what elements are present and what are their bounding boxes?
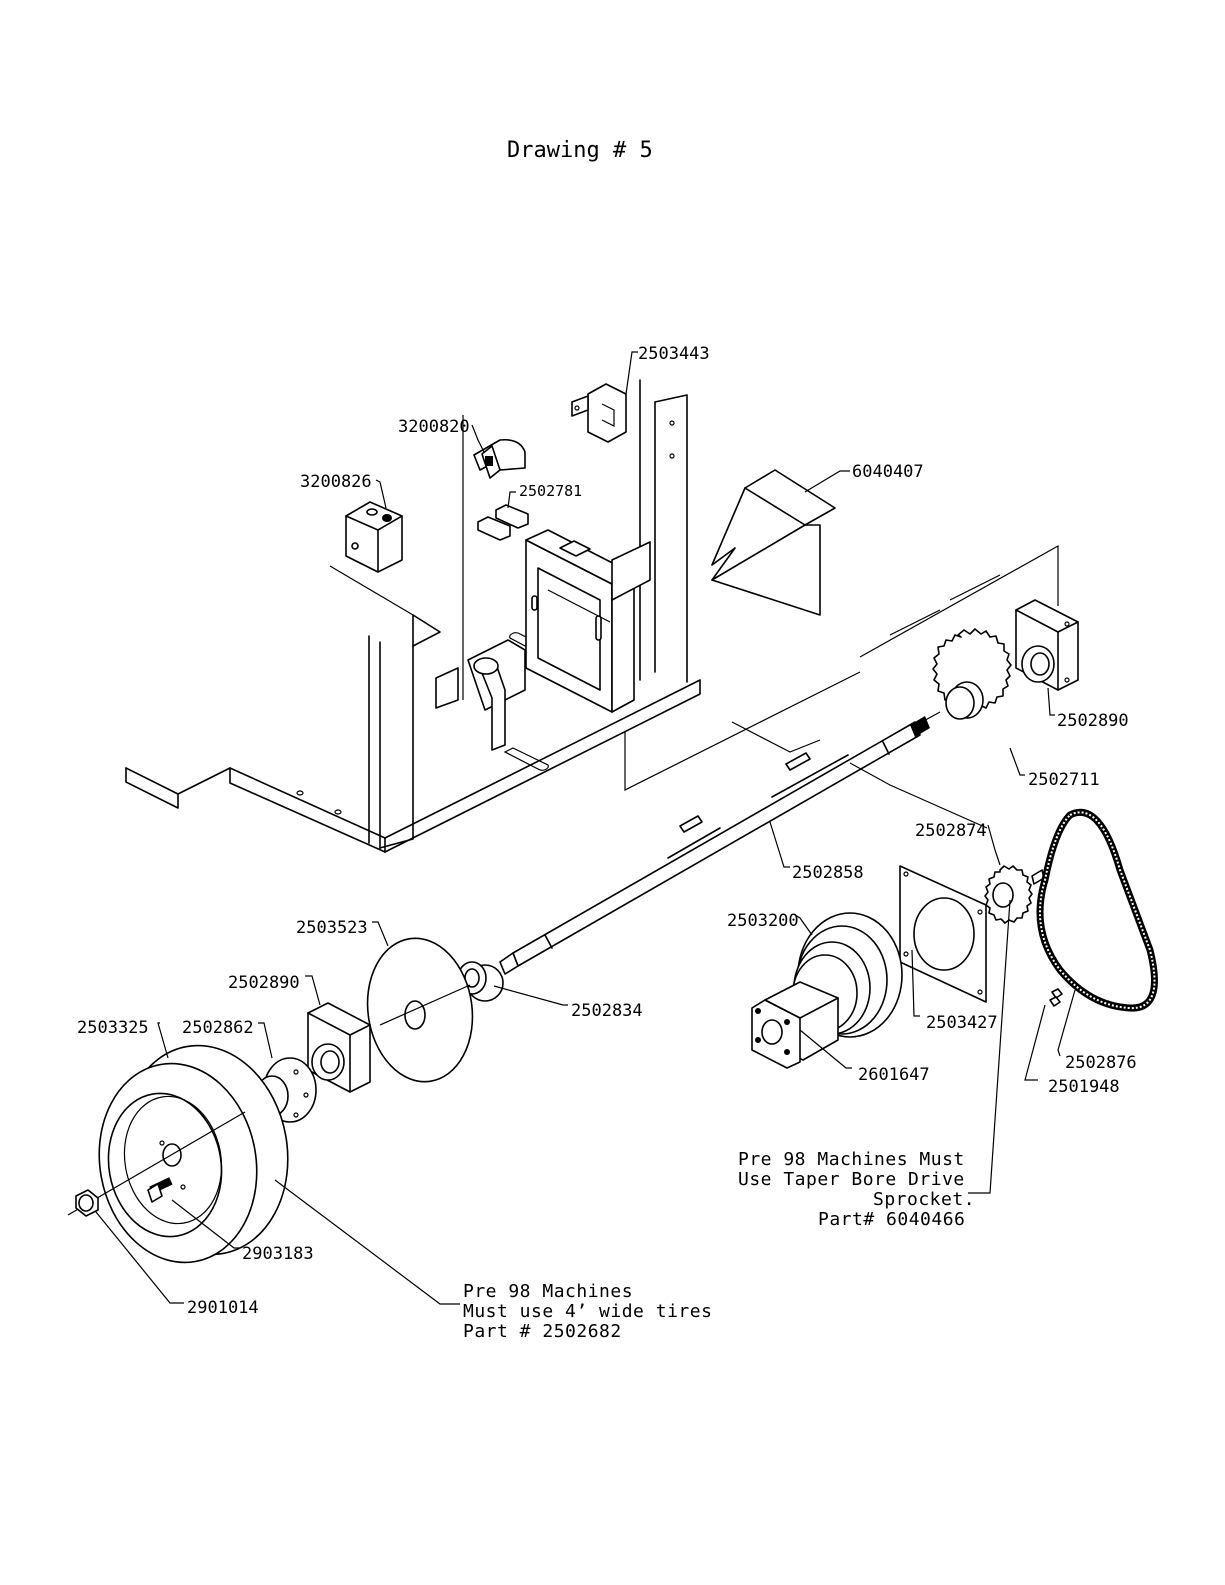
center-bracket bbox=[526, 530, 650, 712]
tire-note-line-1: Pre 98 Machines bbox=[463, 1281, 633, 1302]
label-2502876: 2502876 bbox=[1065, 1053, 1137, 1073]
tire-note: Pre 98 Machines Must use 4’ wide tires P… bbox=[463, 1281, 712, 1342]
guard-6040407 bbox=[712, 470, 835, 615]
label-2502862: 2502862 bbox=[182, 1018, 254, 1038]
label-2503427: 2503427 bbox=[926, 1013, 998, 1033]
label-2601647: 2601647 bbox=[858, 1065, 930, 1085]
bearing-2502890-right bbox=[1016, 600, 1078, 690]
label-3200820: 3200820 bbox=[398, 417, 470, 437]
block-3200826 bbox=[346, 502, 402, 572]
label-3200826: 3200826 bbox=[300, 472, 372, 492]
sprocket-note: Pre 98 Machines Must Use Taper Bore Driv… bbox=[738, 1149, 975, 1230]
nut-2901014 bbox=[76, 1190, 98, 1216]
plate-2503443 bbox=[572, 384, 626, 442]
wheel-2503325 bbox=[68, 1032, 304, 1275]
label-2503325: 2503325 bbox=[77, 1018, 149, 1038]
label-2502711: 2502711 bbox=[1028, 770, 1100, 790]
sprocket-note-line-2: Use Taper Bore Drive bbox=[738, 1169, 965, 1190]
label-2501948: 2501948 bbox=[1048, 1077, 1120, 1097]
latch-lever bbox=[436, 640, 525, 750]
belt-2502876 bbox=[1040, 812, 1155, 1008]
sprocket-note-line-3: Sprocket. bbox=[873, 1189, 975, 1210]
label-2502890-left: 2502890 bbox=[228, 973, 300, 993]
sprocket-note-line-1: Pre 98 Machines Must bbox=[738, 1149, 965, 1170]
sprocket-2502711 bbox=[933, 629, 1011, 719]
sprocket-2502874 bbox=[985, 866, 1044, 923]
sprocket-note-line-4: Part# 6040466 bbox=[818, 1209, 965, 1230]
label-2901014: 2901014 bbox=[187, 1298, 259, 1318]
disc-2503523 bbox=[358, 931, 481, 1088]
label-2502834: 2502834 bbox=[571, 1001, 643, 1021]
label-2503523: 2503523 bbox=[296, 918, 368, 938]
tire-note-line-3: Part # 2502682 bbox=[463, 1321, 622, 1342]
drawing-title: Drawing # 5 bbox=[507, 138, 653, 163]
bearing-2502890-left bbox=[308, 1003, 370, 1092]
tire-note-line-2: Must use 4’ wide tires bbox=[463, 1301, 712, 1322]
label-6040407: 6040407 bbox=[852, 462, 924, 482]
label-2502781: 2502781 bbox=[519, 482, 582, 500]
motor-2601647 bbox=[752, 982, 838, 1068]
label-2903183: 2903183 bbox=[242, 1244, 314, 1264]
clamp-3200820 bbox=[474, 440, 525, 478]
key-2501948 bbox=[1050, 989, 1062, 1006]
label-2503443: 2503443 bbox=[638, 344, 710, 364]
label-2502874: 2502874 bbox=[915, 821, 987, 841]
label-2502890-right: 2502890 bbox=[1057, 711, 1129, 731]
label-2503200: 2503200 bbox=[727, 911, 799, 931]
label-2502858: 2502858 bbox=[792, 863, 864, 883]
pads-2502781 bbox=[478, 505, 528, 540]
